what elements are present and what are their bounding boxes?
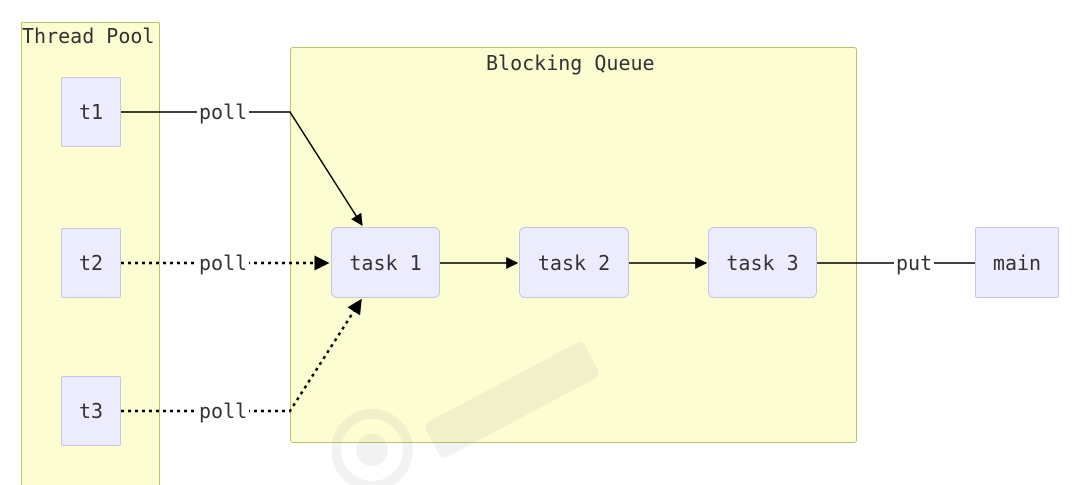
node-task-2: task 2: [519, 227, 629, 298]
node-t1: t1: [61, 77, 121, 147]
edge-label-main: put: [894, 251, 935, 275]
edge-t1-task1: [121, 111, 363, 227]
thread-pool-label: Thread Pool: [22, 24, 155, 48]
edge-label-t3: poll: [197, 399, 250, 423]
node-main: main: [975, 227, 1059, 298]
node-t2: t2: [61, 228, 121, 298]
edge-t3-task1: [121, 298, 363, 413]
node-t3: t3: [61, 376, 121, 446]
watermark-logo: [332, 342, 599, 485]
blocking-queue-label: Blocking Queue: [486, 51, 655, 75]
edge-label-t2: poll: [197, 251, 250, 275]
node-task-1: task 1: [331, 227, 440, 298]
edge-label-t1: poll: [197, 100, 250, 124]
node-task-3: task 3: [708, 227, 817, 298]
